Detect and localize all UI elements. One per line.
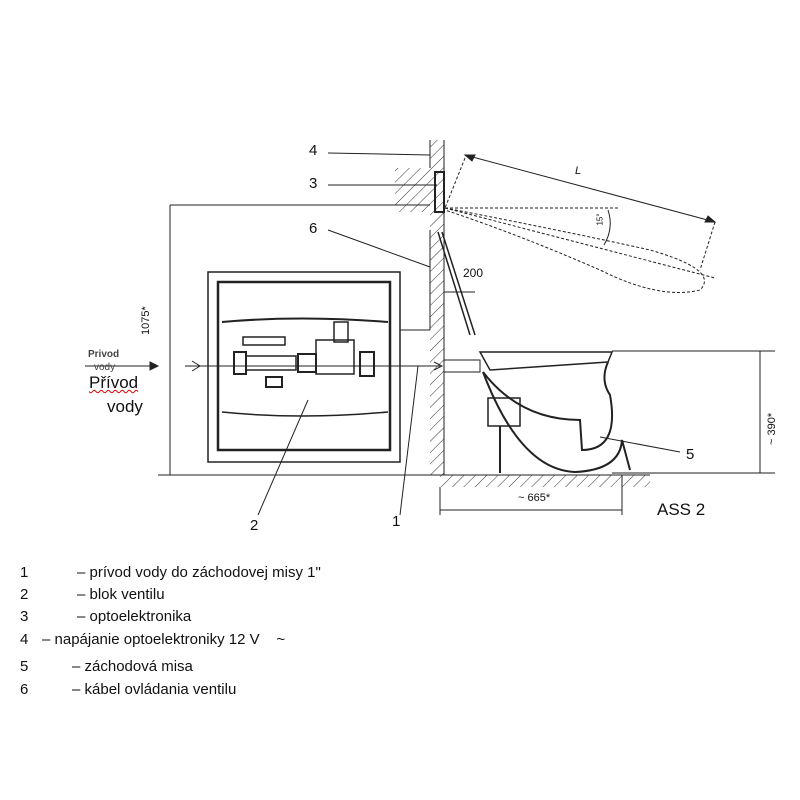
- callout-5: 5: [686, 446, 695, 463]
- water-inlet-line: [85, 359, 481, 373]
- legend-text: – prívod vody do záchodovej misy 1": [77, 564, 321, 581]
- floor: [440, 474, 650, 487]
- legend-number: 3: [20, 608, 29, 625]
- bowl-height-label: ~ 390*: [766, 412, 778, 445]
- legend-number: 2: [20, 586, 29, 603]
- callout-3: 3: [309, 175, 318, 192]
- legend-number: 5: [20, 658, 29, 675]
- legend-item-6: 6 – kábel ovládania ventilu: [20, 681, 236, 698]
- inlet-label-small-2: vody: [94, 362, 116, 373]
- depth-label: ~ 665*: [518, 492, 551, 504]
- angle-label: 15°: [595, 213, 605, 226]
- callout-6: 6: [309, 220, 318, 237]
- legend-item-3: 3 – optoelektronika: [20, 608, 191, 625]
- range-dimension: [463, 154, 717, 246]
- inlet-label-small-1: Privod: [88, 349, 120, 360]
- range-label: L: [575, 165, 582, 177]
- sensor-unit: [434, 171, 476, 336]
- model-label: ASS 2: [657, 500, 706, 519]
- bowl-height-dimension: [612, 350, 775, 474]
- legend-text: – záchodová misa: [72, 658, 193, 675]
- legend-number: 6: [20, 681, 29, 698]
- legend-item-4: 4 – napájanie optoelektroniky 12 V ~: [20, 631, 285, 648]
- legend-item-2: 2 – blok ventilu: [20, 586, 165, 603]
- legend-number: 4: [20, 631, 29, 648]
- wall: [395, 140, 445, 475]
- toilet-bowl: [478, 351, 631, 474]
- height-dimension-label: 1075*: [140, 306, 152, 335]
- legend-text: – napájanie optoelektroniky 12 V ~: [42, 631, 286, 648]
- callout-leaders: [257, 152, 681, 516]
- legend-text: – optoelektronika: [77, 608, 192, 625]
- callout-4: 4: [309, 142, 318, 159]
- height-dimension: [158, 204, 440, 476]
- inlet-label-2: vody: [107, 397, 143, 416]
- offset-label: 200: [463, 266, 484, 280]
- legend-item-5: 5 – záchodová misa: [20, 658, 193, 675]
- inlet-label-1: Přívod: [89, 373, 139, 392]
- detection-beam: [444, 157, 716, 293]
- legend-text: – blok ventilu: [77, 586, 165, 603]
- depth-dimension: [439, 475, 623, 515]
- legend-text: – kábel ovládania ventilu: [72, 681, 237, 698]
- valve-box: [207, 271, 401, 463]
- legend-item-1: 1 – prívod vody do záchodovej misy 1": [20, 564, 321, 581]
- callout-1: 1: [392, 513, 401, 530]
- callout-2: 2: [250, 517, 259, 534]
- legend-number: 1: [20, 564, 29, 581]
